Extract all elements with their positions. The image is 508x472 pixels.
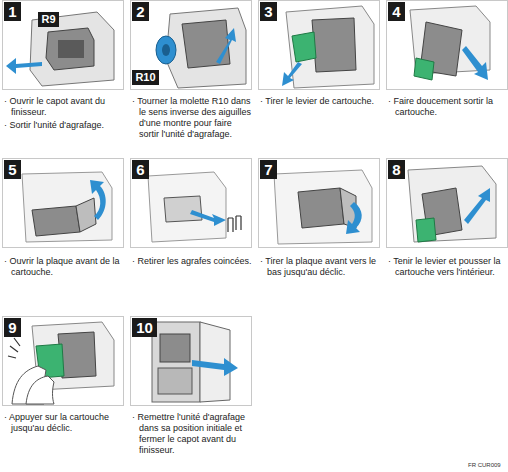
step-caption: · Ouvrir la plaque avant de la cartouche… (4, 256, 124, 278)
step-caption: · Tirer la plaque avant vers le bas jusq… (260, 256, 380, 278)
step-number: 7 (260, 160, 277, 179)
step-number: 5 (4, 160, 21, 179)
step-caption: · Remettre l'unité d'agrafage dans sa po… (132, 412, 256, 456)
document-code: FR CUR009 (468, 462, 501, 469)
step-number: 9 (4, 318, 21, 337)
step-number-text: 10 (136, 319, 153, 336)
step-caption: · Sortir l'unité d'agrafage. (4, 120, 124, 131)
step-number-text: 1 (8, 3, 16, 20)
step-caption: · Faire doucement sortir la cartouche. (388, 96, 506, 118)
step-number-text: 6 (136, 161, 144, 178)
part-label-text: R10 (135, 71, 155, 83)
part-label: R9 (38, 12, 59, 27)
step-caption: · Ouvrir le capot avant du finisseur. (4, 96, 124, 118)
step-number: 8 (388, 160, 405, 179)
step-caption: · Tourner la molette R10 dans le sens in… (132, 96, 252, 140)
step-number: 4 (388, 2, 405, 21)
step-number: 1 (4, 2, 21, 21)
step-caption: · Tirer le levier de cartouche. (260, 96, 380, 107)
step-caption: · Tenir le levier et pousser la cartouch… (388, 256, 506, 278)
step-number-text: 2 (136, 3, 144, 20)
step-number: 3 (260, 2, 277, 21)
part-label: R10 (132, 70, 159, 85)
step-number: 10 (132, 318, 157, 337)
step-number: 6 (132, 160, 149, 179)
part-label-text: R9 (41, 13, 55, 25)
step-number-text: 3 (264, 3, 272, 20)
step-number-text: 8 (392, 161, 400, 178)
step-number-text: 5 (8, 161, 16, 178)
step-number-text: 4 (392, 3, 400, 20)
step-number: 2 (132, 2, 149, 21)
step-number-text: 7 (264, 161, 272, 178)
step-caption: · Retirer les agrafes coincées. (132, 256, 252, 267)
step-number-text: 9 (8, 319, 16, 336)
step-caption: · Appuyer sur la cartouche jusqu'au décl… (4, 412, 124, 434)
